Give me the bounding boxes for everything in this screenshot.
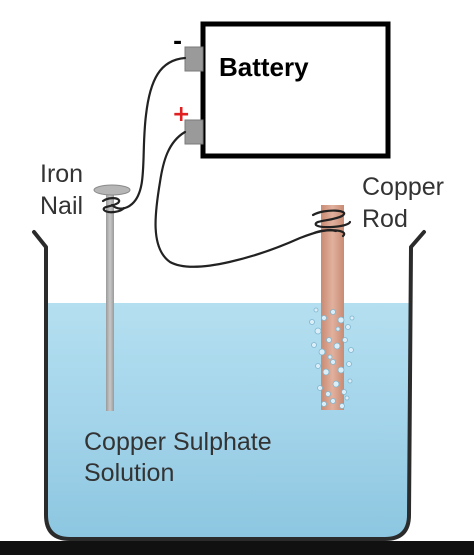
negative-terminal (184, 46, 204, 72)
copper-sulphate-solution-label: Copper Sulphate Solution (84, 427, 272, 489)
negative-sign: - (173, 30, 183, 55)
iron-nail (93, 184, 131, 411)
copper-rod-label-line2: Rod (362, 205, 408, 233)
nail-wire-coil (101, 197, 126, 214)
solution-label-line1: Copper Sulphate (84, 428, 272, 456)
iron-nail-label-line1: Iron (40, 160, 84, 188)
copper-rod-label-line1: Copper (362, 173, 444, 201)
battery (200, 21, 391, 159)
beaker-outline (32, 230, 426, 541)
positive-wire (154, 130, 338, 268)
copper-rod (309, 205, 355, 410)
positive-sign: + (172, 102, 191, 127)
rod-wire-coil (311, 209, 352, 238)
battery-label: Battery (219, 52, 309, 82)
bottom-strip (0, 541, 474, 555)
solution-label-line2: Solution (84, 459, 175, 487)
copper-sulphate-solution (44, 303, 411, 539)
iron-nail-label-line2: Nail (40, 192, 84, 220)
